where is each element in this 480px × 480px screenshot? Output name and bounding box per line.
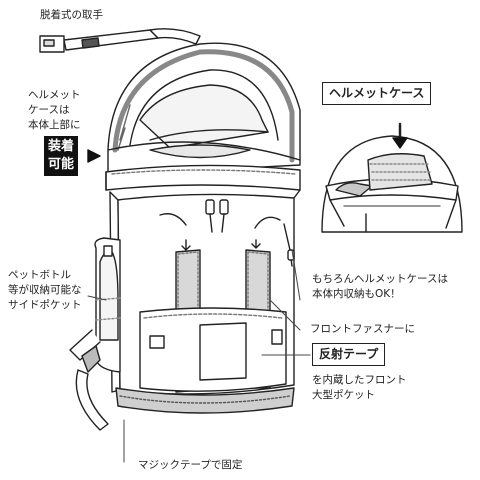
helmet-case-title: ヘルメットケース xyxy=(322,82,432,105)
velcro-label: マジックテープで固定 xyxy=(138,459,243,471)
internal-storage-label: もちろんヘルメットケースは 本体内収納もOK！ xyxy=(312,273,448,300)
bottle-pocket-label: ペットボトル 等が収納可能な サイドポケット xyxy=(8,269,82,311)
helmet-case-illustration xyxy=(107,42,301,176)
reflective-tape-title: 反射テープ xyxy=(312,343,386,366)
backpack-body xyxy=(69,164,301,431)
handle-illustration xyxy=(39,28,201,53)
internal-storage-inset xyxy=(321,122,463,233)
helmet-location-label: ヘルメット ケースは 本体上部に xyxy=(28,89,81,131)
front-pocket-label: を内蔵したフロント 大型ポケット xyxy=(312,374,407,401)
attachable-badge: 装着 可能 xyxy=(44,136,79,176)
front-zipper-label: フロントファスナーに xyxy=(310,323,415,335)
handle-label: 脱着式の取手 xyxy=(40,9,103,21)
leader-lines xyxy=(87,249,311,463)
attach-arrow xyxy=(87,149,101,163)
